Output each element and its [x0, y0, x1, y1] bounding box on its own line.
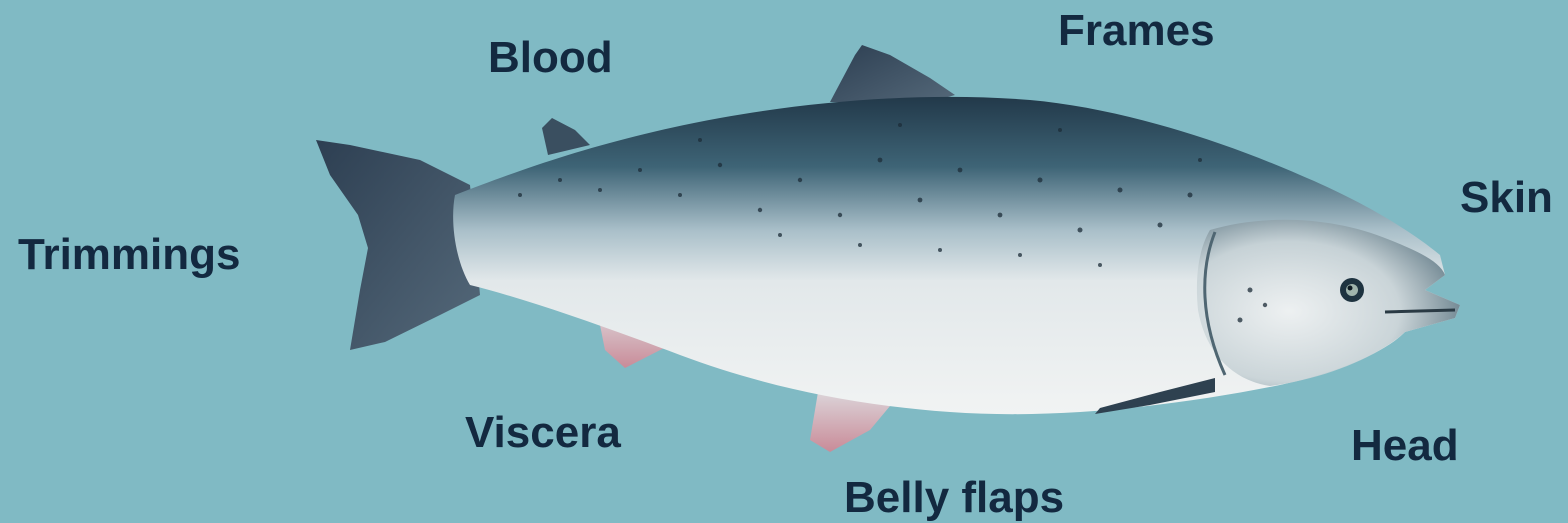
label-belly-flaps: Belly flaps [844, 476, 1064, 520]
dorsal-fin [830, 45, 955, 105]
label-blood: Blood [488, 36, 613, 80]
label-head: Head [1351, 424, 1459, 468]
label-viscera: Viscera [465, 411, 621, 455]
label-skin: Skin [1460, 176, 1553, 220]
tail-fin [316, 140, 480, 350]
label-frames: Frames [1058, 9, 1215, 53]
fish-mouth [1385, 310, 1455, 312]
adipose-fin [542, 118, 590, 155]
label-trimmings: Trimmings [18, 233, 241, 277]
